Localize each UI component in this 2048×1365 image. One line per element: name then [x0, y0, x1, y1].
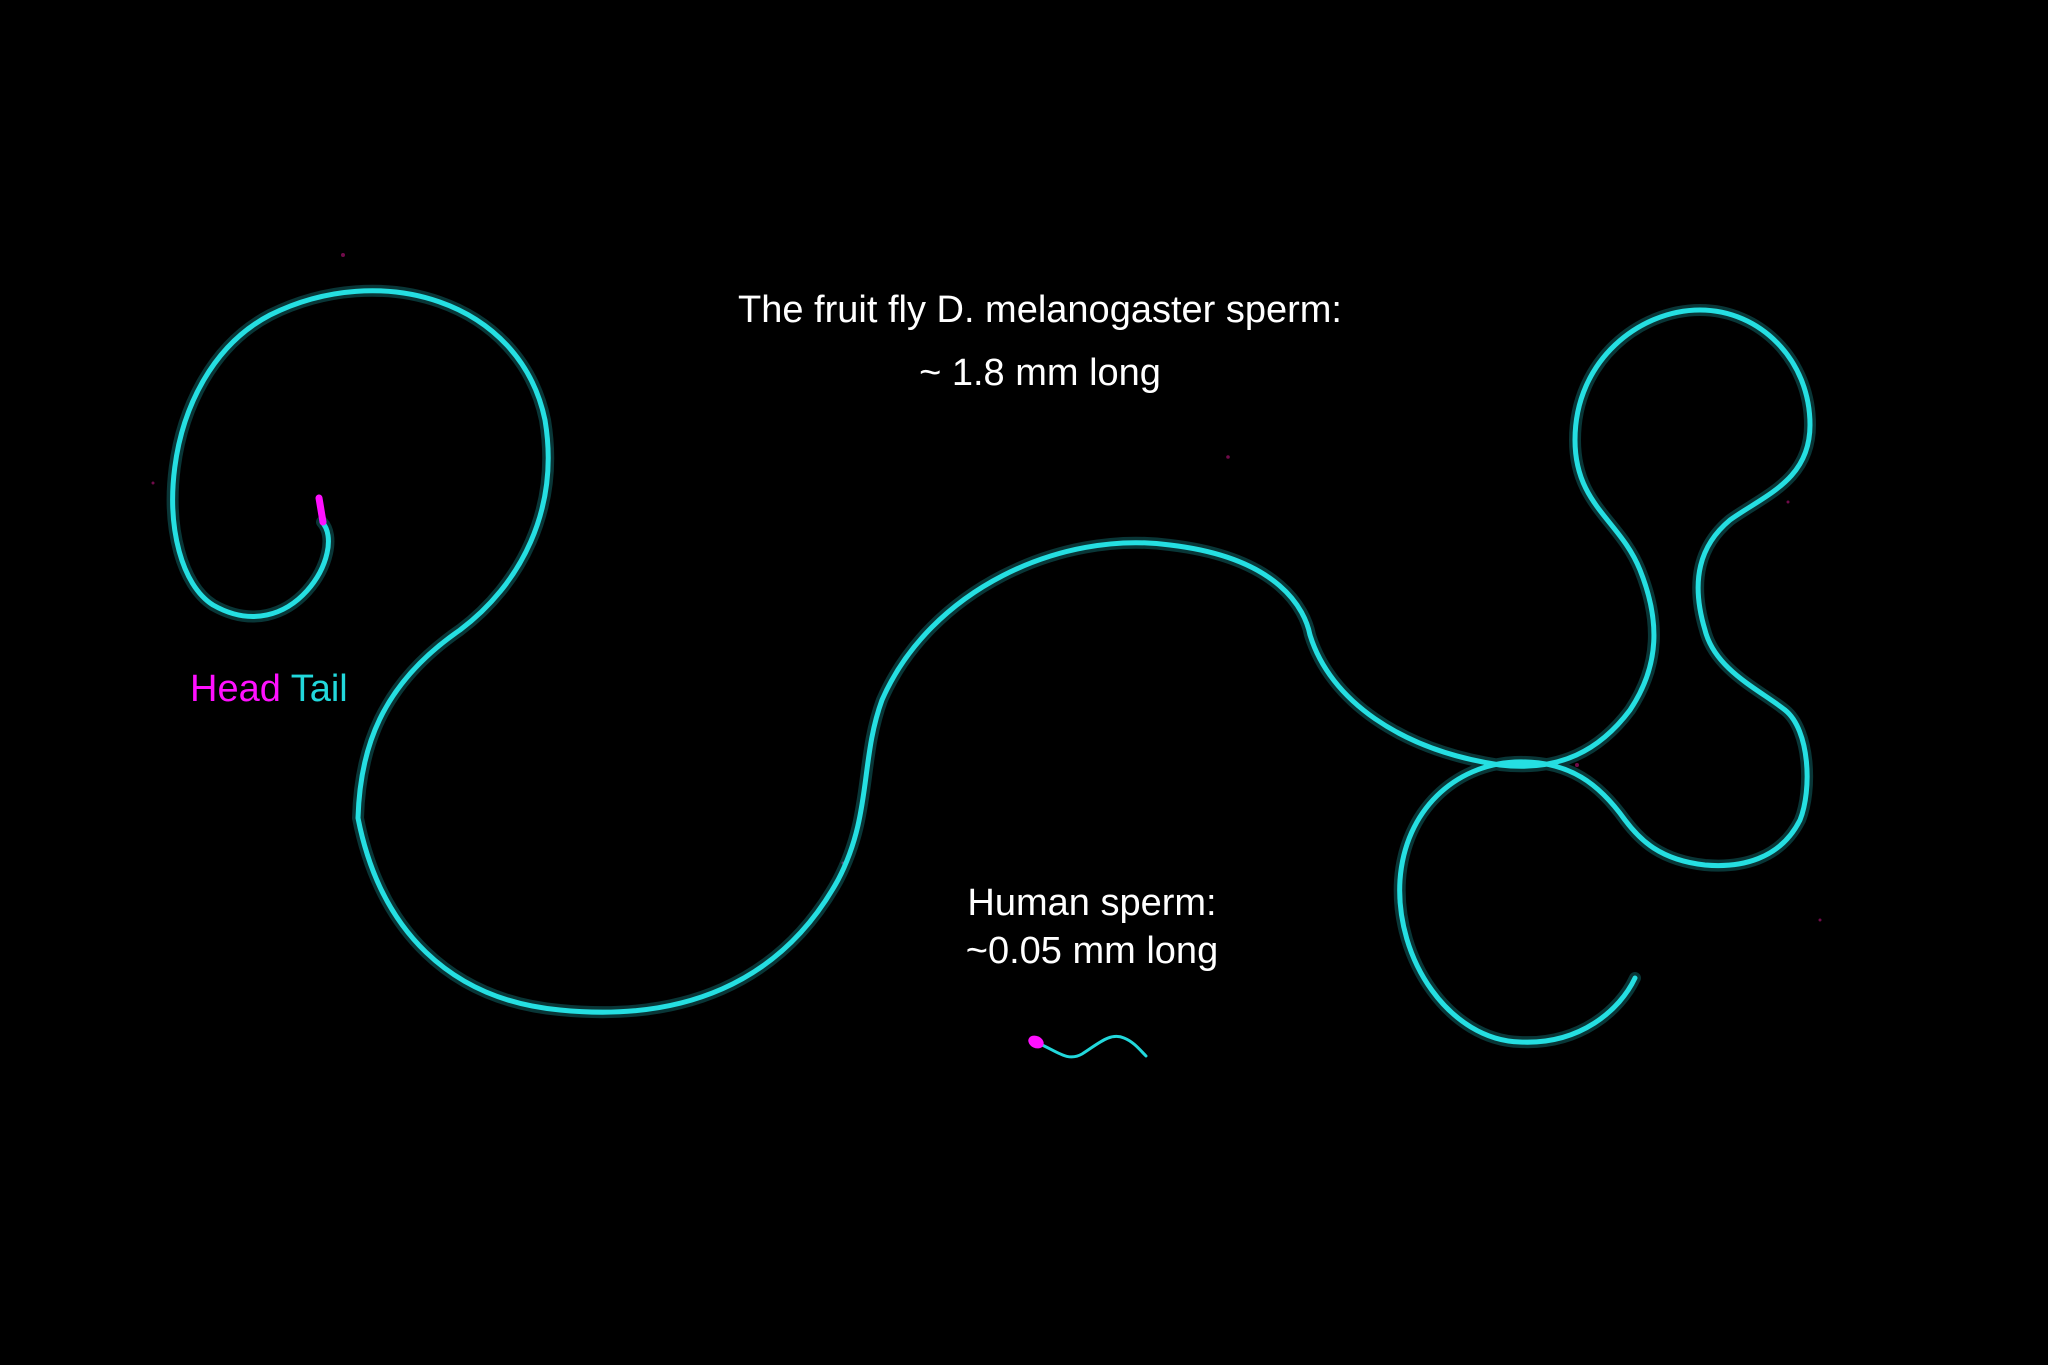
fly-sperm-tail — [170, 288, 1813, 1045]
human-sperm-head — [1028, 1035, 1044, 1049]
human-sperm-title: Human sperm: — [967, 882, 1217, 924]
fly-sperm-title: The fruit fly D. melanogaster sperm: — [738, 289, 1342, 331]
fly-sperm-head — [315, 494, 327, 526]
human-sperm-length: ~0.05 mm long — [965, 930, 1219, 972]
fly-sperm-length: ~ 1.8 mm long — [919, 352, 1161, 394]
head-tail-legend: Head Tail — [190, 670, 348, 708]
human-sperm-tail — [1038, 1035, 1148, 1059]
legend-head-label: Head — [190, 668, 281, 710]
legend-tail-label: Tail — [290, 668, 348, 710]
